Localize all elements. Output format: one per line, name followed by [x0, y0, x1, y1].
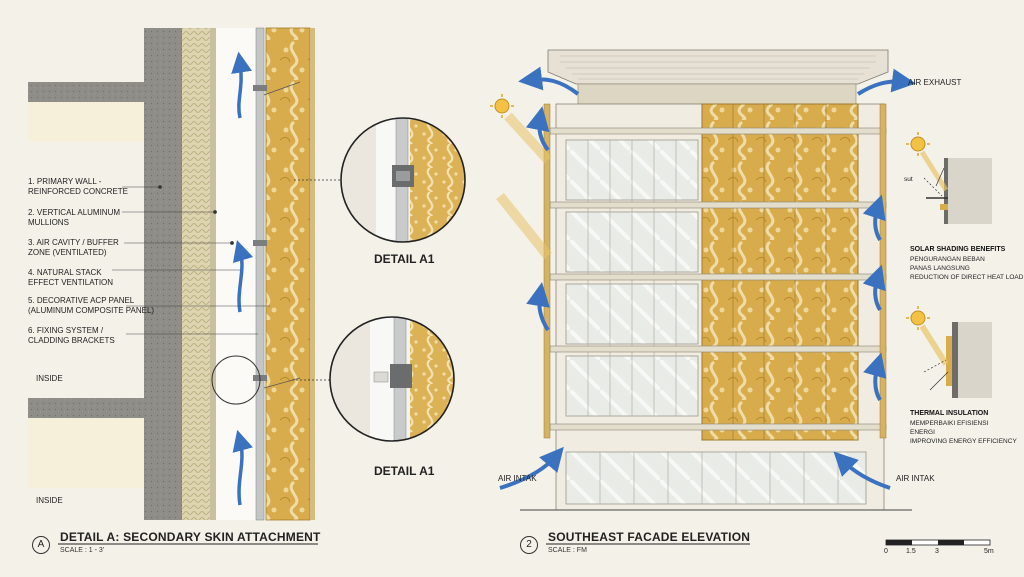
solar-shading-diagram — [919, 150, 992, 224]
solar-shading-heading: SOLAR SHADING BENEFITS — [910, 246, 1006, 253]
label-fixing-system: 6. FIXING SYSTEM / CLADDING BRACKETS — [28, 326, 115, 345]
elevation-scale: SCALE : FM — [548, 547, 587, 554]
air-cavity — [216, 28, 256, 520]
insulation-layer — [182, 28, 210, 520]
section-marker-icon: 2 — [520, 536, 538, 554]
elevation-title: SOUTHEAST FACADE ELEVATION — [548, 530, 751, 544]
thermal-insulation-heading: THERMAL INSULATION — [910, 410, 989, 417]
inside-label: INSIDE — [36, 374, 63, 383]
solar-shading-line: REDUCTION OF DIRECT HEAT LOAD — [910, 274, 1024, 281]
detail-a1-callout-top — [340, 117, 466, 243]
label-air-cavity: 3. AIR CAVITY / BUFFER ZONE (VENTILATED) — [28, 238, 119, 257]
solar-shading-line: PENGURANGAN BEBAN — [910, 256, 985, 263]
sun-label: sut — [904, 176, 913, 183]
scale-tick: 0 — [884, 548, 888, 555]
detail-a1-caption: DETAIL A1 — [374, 464, 435, 478]
label-primary-wall: 1. PRIMARY WALL - REINFORCED CONCRETE — [28, 177, 129, 196]
thermal-insulation-line: ENERGI — [910, 429, 935, 436]
primary-concrete-wall — [144, 28, 182, 520]
scale-tick: 3 — [935, 548, 939, 555]
air-exhaust-label: AIR EXHAUST — [908, 78, 962, 87]
thermal-insulation-diagram — [919, 322, 992, 398]
sun-icon — [490, 94, 514, 118]
decorative-screen — [701, 103, 859, 441]
label-stack-effect: 4. NATURAL STACK EFFECT VENTILATION — [28, 268, 114, 287]
aluminum-mullion — [255, 27, 265, 521]
thermal-insulation-line: MEMPERBAIKI EFISIENSI — [910, 420, 989, 427]
facade-elevation — [496, 49, 916, 511]
scale-tick: 5m — [984, 548, 994, 555]
inside-label: INSIDE — [36, 496, 63, 505]
detail-a-section — [28, 27, 340, 521]
thermal-insulation-line: IMPROVING ENERGY EFFICIENCY — [910, 438, 1017, 445]
detail-a1-caption: DETAIL A1 — [374, 252, 435, 266]
air-intake-right-label: AIR INTAK — [896, 474, 935, 483]
scale-tick: 1.5 — [906, 548, 916, 555]
sun-icon — [906, 306, 930, 330]
solar-shading-line: PANAS LANGSUNG — [910, 265, 970, 272]
decorative-acp-panel — [265, 27, 311, 521]
detail-a1-callout-bottom — [329, 316, 455, 442]
airflow-arrow-icon — [499, 66, 916, 490]
detail-a-scale: SCALE : 1 - 3' — [60, 547, 105, 554]
label-acp-panel: 5. DECORATIVE ACP PANEL (ALUMINUM COMPOS… — [28, 296, 155, 315]
graphic-scale-bar — [885, 539, 991, 546]
detail-a-title: DETAIL A: SECONDARY SKIN ATTACHMENT — [60, 530, 321, 544]
label-aluminum-mullions: 2. VERTICAL ALUMINUM MULLIONS — [28, 208, 121, 227]
sun-icon — [906, 132, 930, 156]
section-marker-icon: A — [32, 536, 50, 554]
air-intake-left-label: AIR INTAK — [498, 474, 537, 483]
